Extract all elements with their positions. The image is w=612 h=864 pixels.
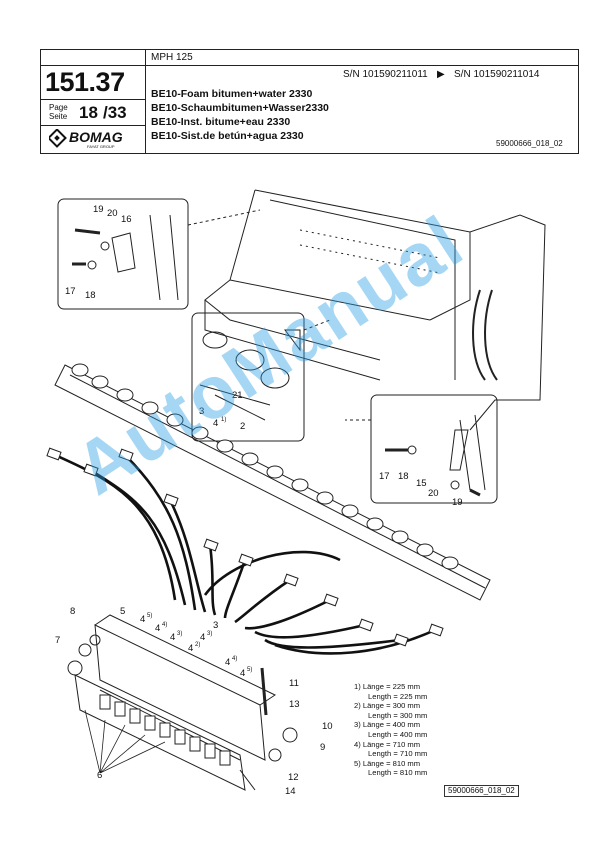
callout-17: 17 xyxy=(65,286,76,297)
serial-to: S/N 101590211014 xyxy=(454,69,540,80)
legend-item: Length = 400 mm xyxy=(368,729,428,739)
legend-item: Length = 300 mm xyxy=(368,710,428,720)
legend-item: Length = 810 mm xyxy=(368,768,428,778)
callout-4: 4 xyxy=(188,643,193,654)
callout-sup: 1) xyxy=(221,417,226,423)
legend-item: 2) Länge = 300 mm xyxy=(354,701,421,711)
brand-sub: FAYAT GROUP xyxy=(87,144,115,149)
bomag-logo: BOMAG FAYAT GROUP xyxy=(47,128,139,149)
callout-sup: 5) xyxy=(147,613,152,619)
callout-4: 4 xyxy=(240,668,245,679)
legend-item: 5) Länge = 810 mm xyxy=(354,758,421,768)
callout-9: 9 xyxy=(320,742,325,753)
callout-21: 21 xyxy=(232,390,243,401)
callout-4: 4 xyxy=(170,632,175,643)
callout-sup: 4) xyxy=(232,656,237,662)
header-table: 151.37 Page Seite 18 /33 BOMAG FAYAT GRO… xyxy=(40,49,579,154)
callout-8: 8 xyxy=(70,606,75,617)
callout-11: 11 xyxy=(289,678,299,689)
callout-10: 10 xyxy=(322,721,333,732)
title-de: BE10-Schaumbitumen+Wasser2330 xyxy=(151,102,329,114)
callout-14: 14 xyxy=(285,786,296,797)
bomag-logo-icon xyxy=(47,128,67,148)
header-divider xyxy=(145,50,146,153)
callout-20: 20 xyxy=(428,488,439,499)
legend-item: 1) Länge = 225 mm xyxy=(354,682,421,691)
title-es: BE10-Sist.de betún+agua 2330 xyxy=(151,130,304,142)
brand-name: BOMAG xyxy=(69,129,123,145)
header-divider xyxy=(41,125,145,126)
callout-sup: 4) xyxy=(162,622,167,628)
callout-4: 4 xyxy=(213,418,218,429)
callout-sup: 3) xyxy=(207,631,212,637)
callout-3: 3 xyxy=(199,406,204,417)
callout-sup: 3) xyxy=(177,631,182,637)
serial-from: S/N 101590211011 xyxy=(343,69,428,80)
header-divider xyxy=(41,99,145,100)
callout-19: 19 xyxy=(452,497,463,508)
callout-sup: 5) xyxy=(247,667,252,673)
page-label-de: Seite xyxy=(49,112,68,121)
callout-4: 4 xyxy=(225,657,230,668)
serial-arrow: ▶ xyxy=(437,69,445,80)
callout-18: 18 xyxy=(398,471,409,482)
page-current: 18 xyxy=(79,103,98,122)
legend-item: 3) Länge = 400 mm xyxy=(354,720,421,730)
callout-19: 19 xyxy=(93,204,104,215)
callout-sup: 2) xyxy=(195,642,200,648)
callout-13: 13 xyxy=(289,699,300,710)
callout-6: 6 xyxy=(97,770,102,781)
length-legend: 1) Länge = 225 mm Length = 225 mm 2) Län… xyxy=(354,682,427,778)
page-number: 151.37 xyxy=(45,67,125,97)
callout-4: 4 xyxy=(200,632,205,643)
callout-16: 16 xyxy=(121,214,132,225)
page-label-en: Page xyxy=(49,103,68,112)
legend-item: Length = 710 mm xyxy=(368,749,428,759)
title-en: BE10-Foam bitumen+water 2330 xyxy=(151,88,313,100)
callout-18: 18 xyxy=(85,290,96,301)
model-name: MPH 125 xyxy=(151,52,193,63)
callout-4: 4 xyxy=(155,623,160,634)
legend-item: 4) Länge = 710 mm xyxy=(354,739,421,749)
callout-2: 2 xyxy=(240,421,245,432)
page-total: /33 xyxy=(103,103,127,122)
callout-15: 15 xyxy=(416,478,427,489)
callout-12: 12 xyxy=(288,772,299,783)
callout-7: 7 xyxy=(55,635,60,646)
title-fr: BE10-Inst. bitume+eau 2330 xyxy=(151,116,291,128)
header-divider xyxy=(41,65,578,66)
callout-5: 5 xyxy=(120,606,125,617)
exploded-parts-drawing: 19 20 16 17 18 21 2 3 4 1) 17 18 15 20 1… xyxy=(46,189,546,797)
callout-4: 4 xyxy=(140,614,145,625)
figure-ref: 59000666_018_02 xyxy=(444,785,519,797)
drawing-ref: 59000666_018_02 xyxy=(496,139,563,148)
callout-20: 20 xyxy=(107,208,118,219)
callout-3: 3 xyxy=(213,620,218,631)
legend-item: Length = 225 mm xyxy=(368,691,428,701)
callout-17: 17 xyxy=(379,471,390,482)
